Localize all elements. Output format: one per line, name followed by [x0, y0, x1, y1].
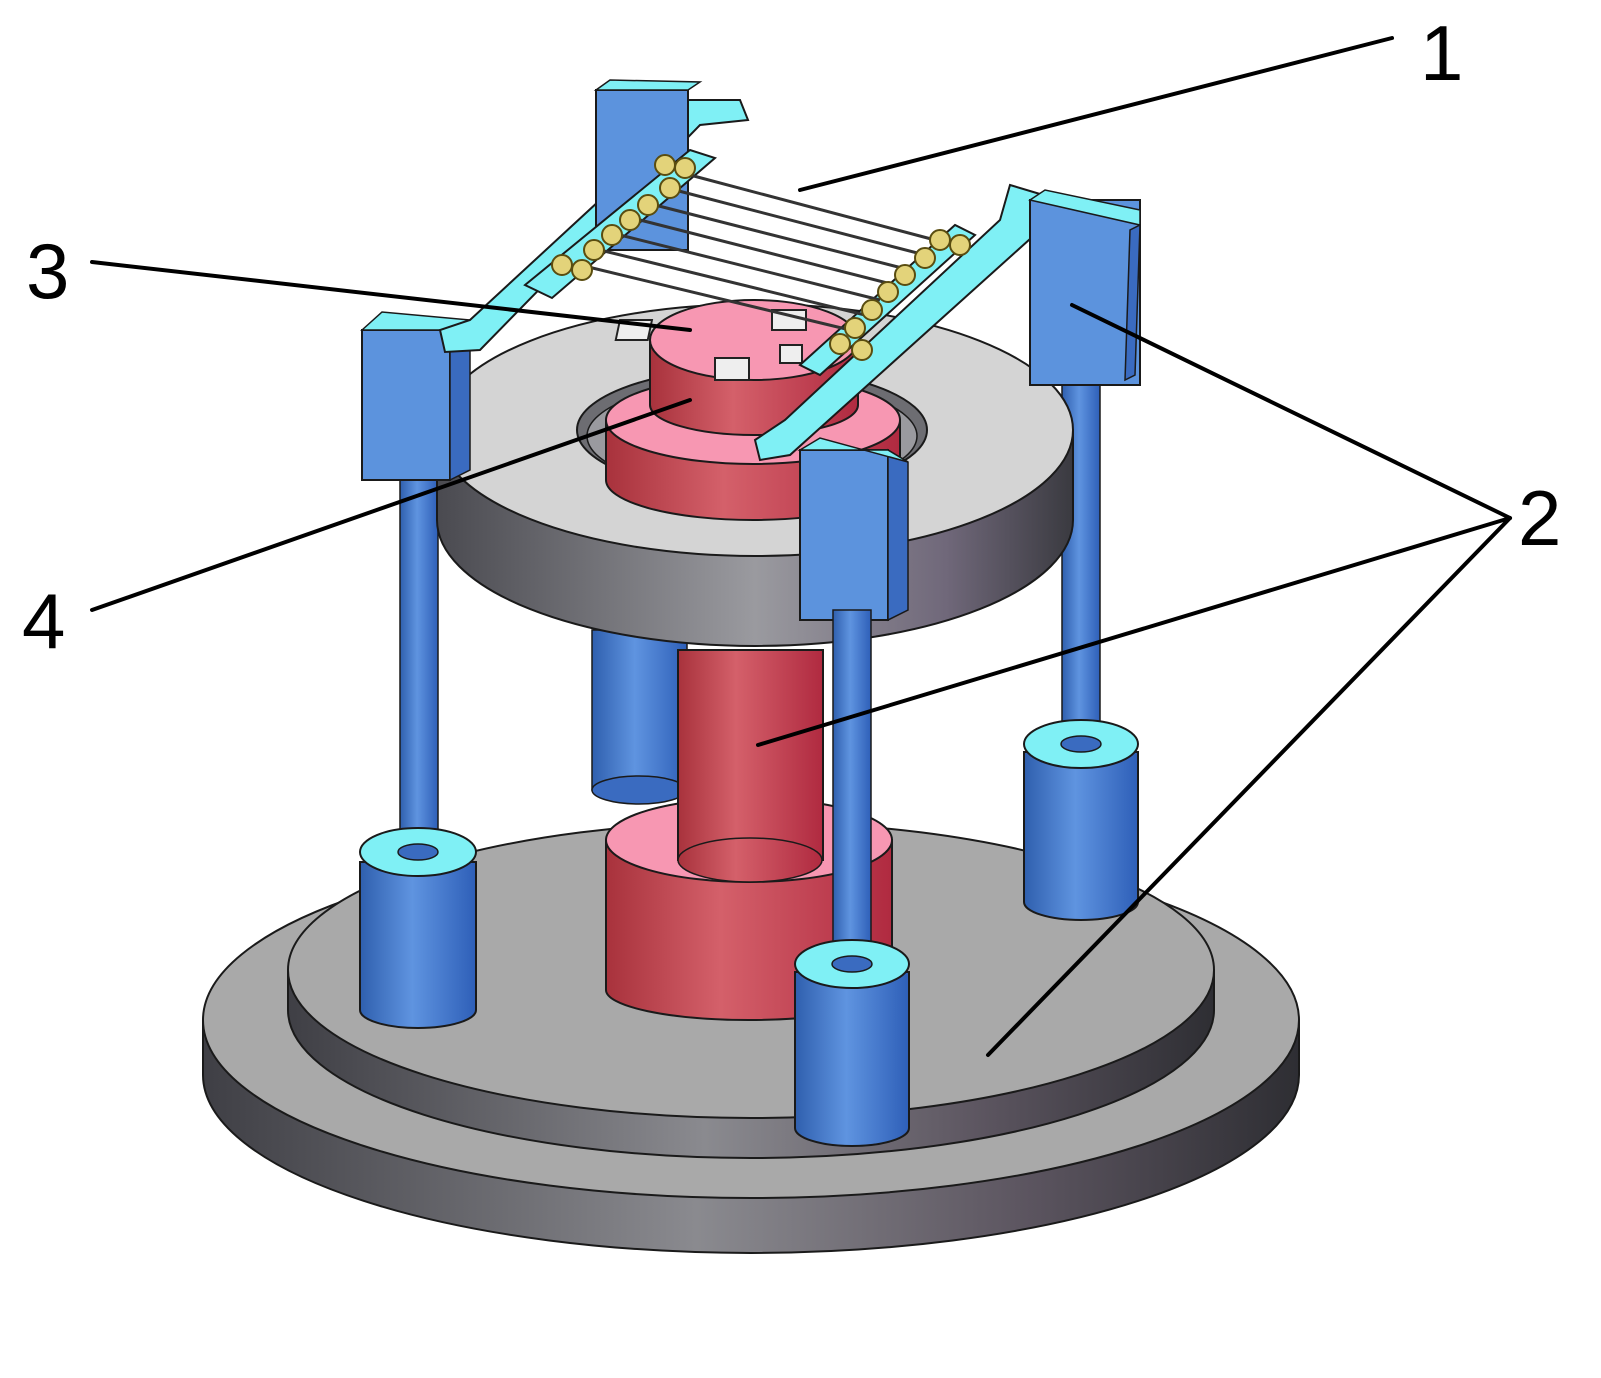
leader-1	[798, 36, 1394, 192]
frame-block-left	[360, 311, 473, 482]
leader-2c	[986, 516, 1512, 1057]
rear-support-cylinder	[591, 629, 688, 805]
red-column-shaft	[677, 649, 824, 883]
callout-1: 1	[1420, 9, 1463, 97]
leader-2b	[756, 516, 1512, 747]
callout-3: 3	[26, 227, 69, 315]
bond-pads	[551, 154, 971, 361]
leader-4	[90, 398, 692, 612]
callout-labels: 1 2 3 4	[22, 9, 1561, 665]
post-front-right	[794, 609, 910, 1147]
callout-4: 4	[22, 577, 65, 665]
frame-block-right	[797, 437, 909, 622]
post-back-left	[359, 469, 477, 1029]
leader-lines	[90, 36, 1512, 1057]
callout-2: 2	[1518, 474, 1561, 562]
leader-2a	[1070, 303, 1512, 520]
wire-bundle	[579, 173, 936, 332]
leader-3	[90, 260, 692, 332]
